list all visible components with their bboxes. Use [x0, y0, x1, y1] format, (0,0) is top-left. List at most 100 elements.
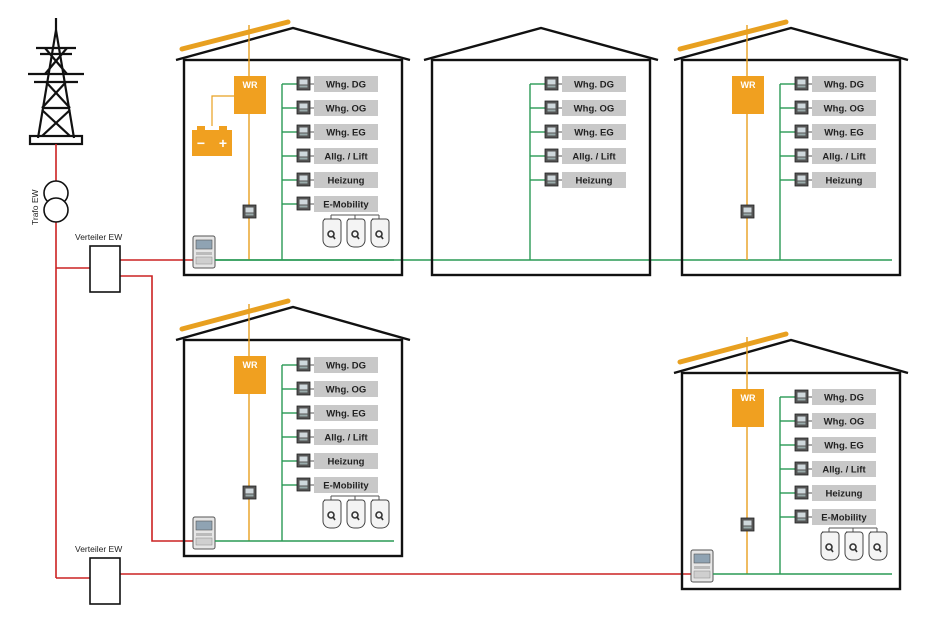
svg-text:Whg. OG: Whg. OG: [326, 385, 367, 396]
consumer-meter-icon: [296, 453, 311, 468]
consumer-meter-icon: [794, 76, 809, 91]
solar-panel-icon: [179, 298, 291, 332]
pv-meter-icon: [740, 517, 755, 532]
consumer-meter-icon: [544, 100, 559, 115]
inverter-label: WR: [741, 80, 756, 90]
consumer-meter-icon: [794, 148, 809, 163]
consumer-box: E-Mobility: [812, 509, 876, 525]
consumer-meter-icon: [544, 76, 559, 91]
svg-text:Whg. OG: Whg. OG: [326, 104, 367, 115]
ev-charger-icon: [346, 218, 366, 248]
consumer-box: Whg. EG: [562, 124, 626, 140]
building-4: WR Whg. DG Whg. OG Whg. EG Allg. / LiftHeizu…: [175, 298, 411, 558]
consumer-meter-icon: [296, 100, 311, 115]
svg-text:Whg. DG: Whg. DG: [574, 80, 614, 91]
consumer-box: Heizung: [812, 485, 876, 501]
svg-text:Whg. EG: Whg. EG: [574, 128, 614, 139]
svg-text:Whg. OG: Whg. OG: [574, 104, 615, 115]
svg-text:Whg. OG: Whg. OG: [824, 417, 865, 428]
consumer-meter-icon: [794, 509, 809, 524]
svg-text:Whg. OG: Whg. OG: [824, 104, 865, 115]
roof: [423, 26, 659, 62]
house-walls: [680, 371, 902, 591]
consumer-meter-icon: [544, 172, 559, 187]
house-walls: [182, 58, 404, 277]
distributor-label: Verteiler EW: [75, 544, 122, 554]
consumer-meter-icon: [794, 100, 809, 115]
grid-meter-icon: [192, 516, 216, 550]
svg-text:Whg. DG: Whg. DG: [824, 393, 864, 404]
transformer-icon: [43, 180, 69, 223]
consumer-meter-icon: [794, 437, 809, 452]
consumer-box: Whg. OG: [562, 100, 626, 116]
roof: [175, 26, 411, 62]
consumer-box: E-Mobility: [314, 477, 378, 493]
consumer-box: Whg. OG: [314, 381, 378, 397]
distributor-label: Verteiler EW: [75, 232, 122, 242]
svg-text:Heizung: Heizung: [328, 457, 365, 468]
svg-text:E-Mobility: E-Mobility: [323, 481, 369, 492]
consumer-box: Whg. DG: [314, 76, 378, 92]
grid-meter-icon: [690, 549, 714, 583]
svg-text:Allg. / Lift: Allg. / Lift: [572, 152, 616, 163]
svg-text:Whg. DG: Whg. DG: [326, 80, 366, 91]
consumer-box: Allg. / Lift: [812, 148, 876, 164]
consumer-meter-icon: [296, 172, 311, 187]
consumer-meter-icon: [794, 172, 809, 187]
consumer-box: Whg. OG: [812, 413, 876, 429]
svg-text:Heizung: Heizung: [826, 176, 863, 187]
svg-text:Whg. EG: Whg. EG: [824, 128, 864, 139]
svg-text:Allg. / Lift: Allg. / Lift: [822, 465, 866, 476]
ev-charger-icon: [868, 531, 888, 561]
solar-panel-icon: [677, 19, 789, 52]
ev-charger-icon: [346, 499, 366, 529]
inverter-label: WR: [741, 393, 756, 403]
consumer-meter-icon: [296, 76, 311, 91]
svg-text:Whg. DG: Whg. DG: [326, 361, 366, 372]
pv-meter-icon: [242, 485, 257, 500]
svg-text:Whg. EG: Whg. EG: [326, 128, 366, 139]
consumer-meter-icon: [296, 477, 311, 492]
consumer-meter-icon: [794, 461, 809, 476]
solar-panel-icon: [179, 19, 291, 52]
inverter-label: WR: [243, 360, 258, 370]
ev-charger-icon: [370, 218, 390, 248]
consumer-box: Heizung: [314, 453, 378, 469]
consumer-box: Whg. OG: [812, 100, 876, 116]
svg-text:Whg. EG: Whg. EG: [824, 441, 864, 452]
svg-text:Whg. DG: Whg. DG: [824, 80, 864, 91]
consumer-meter-icon: [296, 429, 311, 444]
grid-meter-icon: [192, 235, 216, 269]
roof: [673, 338, 909, 375]
svg-text:Allg. / Lift: Allg. / Lift: [324, 433, 368, 444]
pv-meter-icon: [242, 204, 257, 219]
svg-text:Heizung: Heizung: [826, 489, 863, 500]
consumer-box: Heizung: [812, 172, 876, 188]
svg-text:−: −: [197, 135, 205, 151]
consumer-meter-icon: [794, 124, 809, 139]
svg-text:Heizung: Heizung: [576, 176, 613, 187]
consumer-meter-icon: [794, 413, 809, 428]
consumer-box: Allg. / Lift: [562, 148, 626, 164]
consumer-meter-icon: [296, 405, 311, 420]
consumer-meter-icon: [544, 148, 559, 163]
svg-text:Allg. / Lift: Allg. / Lift: [324, 152, 368, 163]
svg-text:Heizung: Heizung: [328, 176, 365, 187]
svg-text:Whg. EG: Whg. EG: [326, 409, 366, 420]
roof: [175, 305, 411, 342]
consumer-box: Heizung: [562, 172, 626, 188]
inverter-box: [234, 356, 266, 394]
consumer-box: Whg. EG: [314, 124, 378, 140]
consumer-box: Whg. OG: [314, 100, 378, 116]
house-walls: [680, 58, 902, 277]
consumer-box: Whg. EG: [812, 437, 876, 453]
consumer-box: Whg. EG: [812, 124, 876, 140]
inverter-box: [732, 76, 764, 114]
consumer-meter-icon: [794, 389, 809, 404]
consumer-box: Whg. EG: [314, 405, 378, 421]
svg-text:Allg. / Lift: Allg. / Lift: [822, 152, 866, 163]
building-5: WR Whg. DG Whg. OG Whg. EG Allg. / LiftHeizu…: [673, 331, 909, 591]
transformer-label: Trafo EW: [30, 189, 40, 225]
